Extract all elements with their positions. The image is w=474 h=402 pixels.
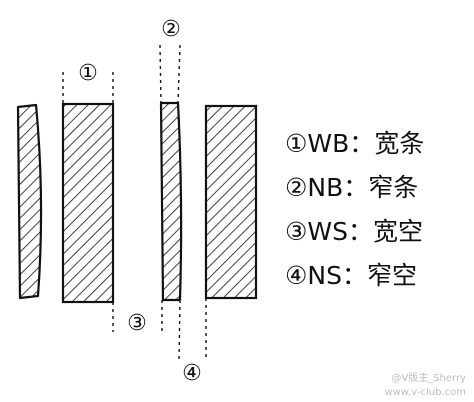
guide-ns-left [178,299,181,361]
legend-separator: ： [349,129,374,158]
legend-code: NB [307,173,343,202]
guide-nb-right [177,44,181,104]
legend-separator: ： [343,173,368,202]
watermark-handle: @V版主_Sherry [391,371,466,384]
legend-meaning: 宽条 [374,129,424,158]
wide-bar-1 [61,102,115,304]
legend-meaning: 窄空 [367,261,417,290]
marker-3: ③ [127,311,147,336]
legend-row-wb: ①WB：宽条 [285,129,424,158]
guide-lines [62,44,207,361]
marker-2: ② [161,17,181,42]
legend-row-ws: ③WS：宽空 [285,217,423,246]
legend-row-ns: ④NS：窄空 [285,261,417,290]
legend-separator: ： [342,261,367,290]
legend: ①WB：宽条 ②NB：窄条 ③WS：宽空 ④NS：窄空 [285,129,424,290]
marker-1: ① [78,61,98,86]
watermark-site: www.v-club.com [384,387,466,398]
legend-row-nb: ②NB：窄条 [285,173,418,202]
legend-code: NS [307,261,342,290]
wide-bar-right [204,104,258,300]
marker-4: ④ [182,361,202,386]
narrow-bar-2 [159,101,183,302]
legend-marker: ④ [285,261,307,290]
guide-nb-left [159,44,162,104]
legend-meaning: 窄条 [368,173,418,202]
legend-separator: ： [348,217,373,246]
narrow-bar-left [16,103,43,300]
legend-code: WB [307,129,349,158]
legend-marker: ③ [285,217,307,246]
legend-marker: ① [285,129,307,158]
legend-marker: ② [285,173,307,202]
legend-code: WS [307,217,348,246]
legend-meaning: 宽空 [373,217,423,246]
